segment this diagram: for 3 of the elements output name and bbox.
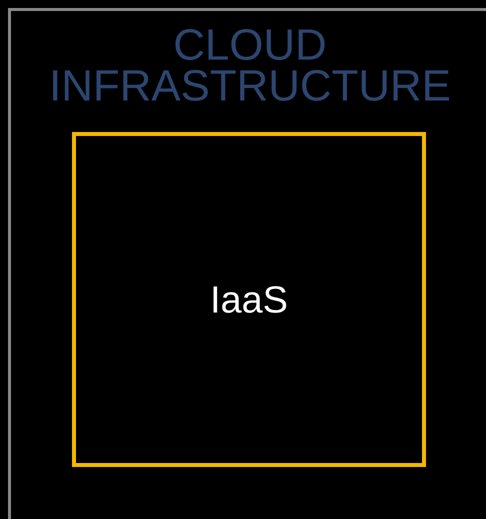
service-box: IaaS xyxy=(72,132,426,467)
frame-title: CLOUD INFRASTRUCTURE xyxy=(53,29,449,101)
frame-box xyxy=(8,8,486,519)
